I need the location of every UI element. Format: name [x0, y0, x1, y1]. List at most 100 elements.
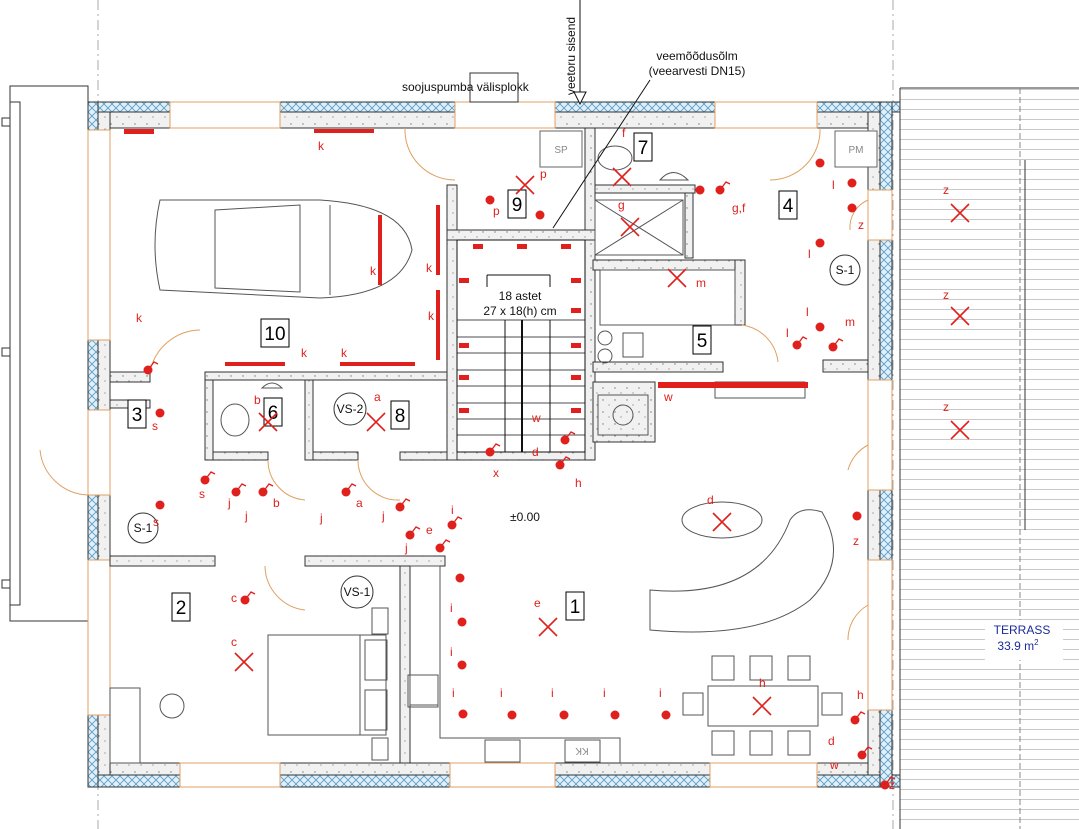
fixture-label-m: m	[845, 315, 855, 329]
light-point-icon	[366, 412, 386, 432]
room-number-box	[507, 189, 527, 219]
light-fixture-icon	[661, 710, 671, 720]
fixture-label-i: i	[551, 686, 554, 700]
light-fixture-icon	[507, 710, 517, 720]
pm-unit-label: PM	[849, 145, 864, 156]
light-fixture-icon	[847, 178, 857, 188]
led-strip-icon	[561, 244, 571, 249]
fixture-label-c: c	[231, 591, 237, 605]
water-inlet-label: veetoru sisend	[564, 17, 578, 95]
room-number: 9	[512, 195, 523, 216]
room-number: 2	[176, 598, 187, 619]
fixture-label-gf: g,f	[732, 201, 746, 215]
fixture-label-w: w	[531, 411, 541, 425]
room-number: 4	[783, 196, 794, 217]
led-strip-icon	[459, 343, 469, 348]
desk	[109, 687, 141, 764]
fixture-label-b: b	[273, 496, 280, 510]
light-fixture-icon	[850, 715, 860, 725]
fixture-label-k: k	[370, 264, 377, 278]
fixture-label-l: l	[832, 178, 835, 192]
led-strip-icon	[571, 308, 581, 313]
furniture	[109, 145, 843, 764]
car	[154, 199, 413, 299]
kk-label: KK	[575, 745, 589, 756]
light-fixture-icon	[455, 573, 465, 583]
room-number-box	[778, 190, 798, 220]
sofa	[649, 509, 834, 633]
fixture-label-i: i	[451, 503, 454, 517]
staircase	[456, 239, 586, 453]
fixture-label-k: k	[341, 346, 348, 360]
floor-level: ±0.00	[510, 510, 540, 524]
room-number-box	[390, 400, 410, 430]
led-strip-icon	[459, 375, 469, 380]
fixture-label-z: z	[943, 288, 949, 302]
heat-pump-outdoor-unit	[469, 72, 519, 103]
fixture-label-f: f	[622, 126, 626, 140]
fixture-label-s: s	[153, 515, 159, 529]
light-fixture-icon	[792, 340, 802, 350]
fixture-label-e: e	[534, 596, 541, 610]
light-fixture-icon	[395, 502, 405, 512]
exterior-walls	[87, 101, 901, 788]
fixture-label-j: j	[319, 511, 323, 525]
coffee-table	[681, 501, 763, 539]
led-strip-icon	[473, 244, 483, 249]
light-fixture-icon	[341, 487, 351, 497]
room-number-box	[633, 132, 653, 162]
room-number-box	[171, 592, 191, 622]
light-fixture-icon	[847, 203, 857, 213]
light-fixture-icon	[458, 709, 468, 719]
light-fixture-icon	[815, 322, 825, 332]
led-strip-icon	[378, 215, 382, 285]
s1-vent-left: S-1	[134, 521, 153, 535]
s1-vent-right: S-1	[836, 263, 855, 277]
fixture-label-l: l	[786, 326, 789, 340]
water-meter-sublabel: (veearvesti DN15)	[649, 64, 746, 78]
light-fixture-icon	[880, 780, 890, 790]
light-point-icon	[712, 512, 732, 532]
light-fixture-icon	[535, 210, 545, 220]
light-fixture-icon	[231, 487, 241, 497]
vs1-vent: VS-1	[344, 585, 371, 599]
fixture-label-j: j	[404, 541, 408, 555]
light-point-icon	[612, 167, 632, 187]
led-strip-icon	[436, 290, 440, 360]
fixture-label-d: d	[828, 734, 835, 748]
light-point-icon	[667, 268, 687, 288]
fixture-label-a: a	[356, 496, 363, 510]
light-point-icon	[234, 652, 254, 672]
light-fixture-icon	[852, 511, 862, 521]
light-fixture-icon	[457, 660, 467, 670]
light-point-icon	[258, 412, 278, 432]
led-strip-icon	[459, 278, 469, 283]
water-meter-label: veemõõdusõlm	[656, 49, 737, 63]
room-number: 8	[395, 406, 406, 427]
fixture-label-i: i	[450, 645, 453, 659]
fixture-label-i: i	[603, 686, 606, 700]
light-fixture-icon	[715, 185, 725, 195]
room-number: 10	[264, 324, 285, 345]
light-fixture-icon	[143, 365, 153, 375]
fixture-label-k: k	[318, 139, 325, 153]
fixture-label-k: k	[301, 346, 308, 360]
light-point-icon	[950, 203, 970, 223]
light-fixture-icon	[815, 158, 825, 168]
light-fixture-icon	[155, 408, 165, 418]
terrace: TERRASS 33.9 m2	[892, 0, 1079, 829]
light-fixture-icon	[258, 487, 268, 497]
fixture-label-d: d	[532, 445, 539, 459]
fixture-label-x: x	[493, 466, 499, 480]
bed	[267, 634, 387, 736]
light-fixture-icon	[485, 447, 495, 457]
light-fixture-icon	[457, 617, 467, 627]
terrace-area: 33.9 m2	[997, 638, 1039, 653]
light-fixture-icon	[815, 238, 825, 248]
fixture-label-w: w	[829, 758, 839, 772]
fixture-label-e: e	[426, 523, 433, 537]
light-fixture-icon	[155, 500, 165, 510]
